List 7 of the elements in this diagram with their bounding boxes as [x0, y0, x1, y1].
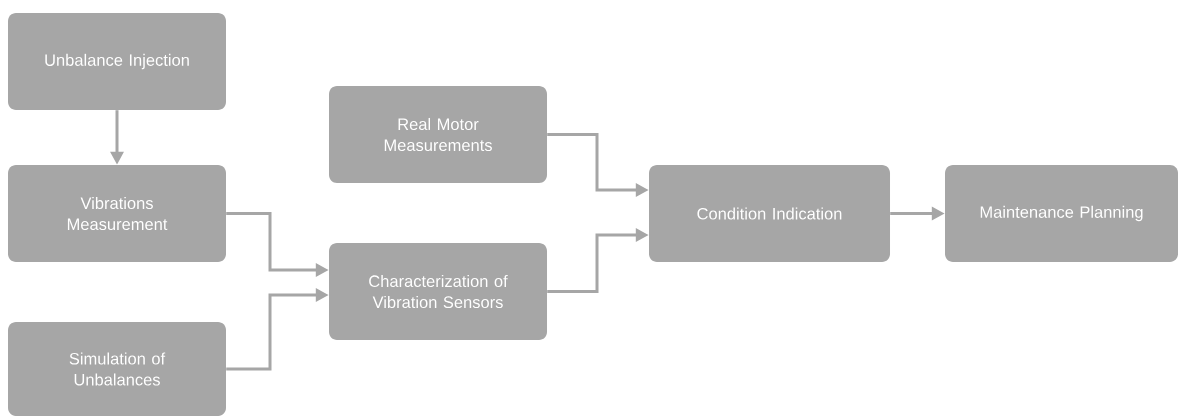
process-box: Vibrations Measurement — [8, 165, 226, 262]
process-box: Characterization of Vibration Sensors — [329, 243, 547, 340]
process-box: Maintenance Planning — [945, 165, 1178, 262]
process-box: Real Motor Measurements — [329, 86, 547, 183]
process-box: Condition Indication — [649, 165, 890, 262]
process-box: Simulation of Unbalances — [8, 322, 226, 416]
process-box: Unbalance Injection — [8, 13, 226, 110]
